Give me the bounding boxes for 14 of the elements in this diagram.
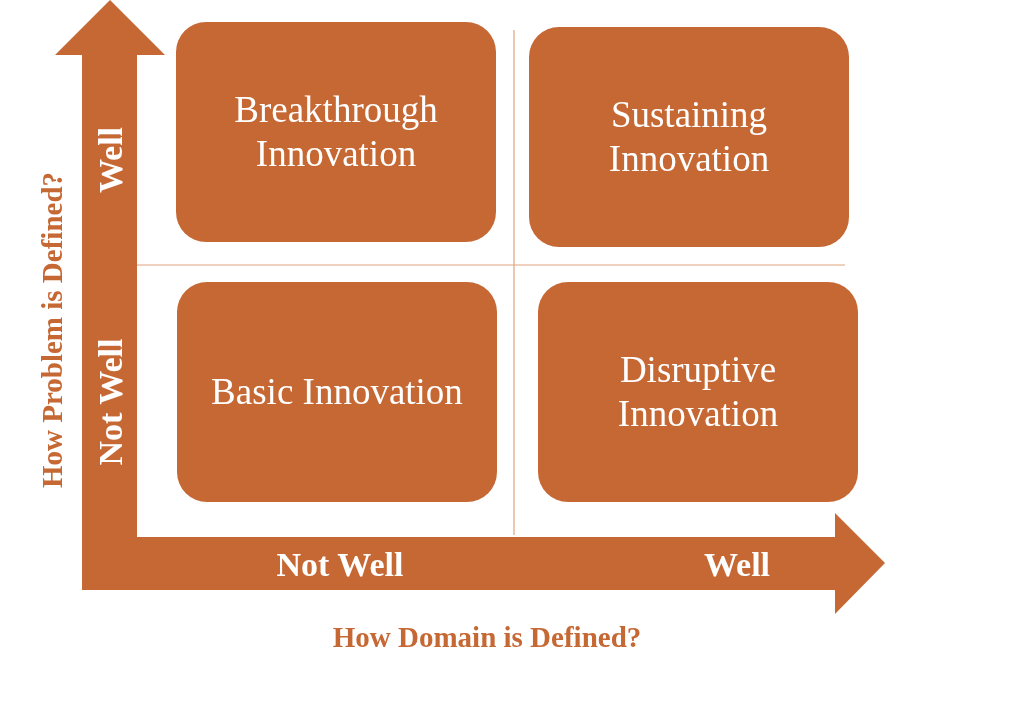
axis-value-label: Not Well xyxy=(276,548,404,582)
axis-value-label: Well xyxy=(703,548,771,582)
quadrant-title: Sustaining Innovation xyxy=(607,92,771,181)
quadrant-title: Disruptive Innovation xyxy=(616,347,780,436)
quadrant-box xyxy=(529,27,849,247)
axis-value-label: Well xyxy=(94,126,128,194)
quadrant-title: Breakthrough Innovation xyxy=(233,87,439,176)
quadrant-title: Basic Innovation xyxy=(211,369,463,414)
axis-title: How Domain is Defined? xyxy=(332,622,642,652)
quadrant-box xyxy=(176,22,496,242)
axis-value-label: Not Well xyxy=(94,338,128,466)
axis-title: How Problem is Defined? xyxy=(37,172,67,488)
quadrant-box xyxy=(538,282,858,502)
quadrant-box xyxy=(177,282,497,502)
